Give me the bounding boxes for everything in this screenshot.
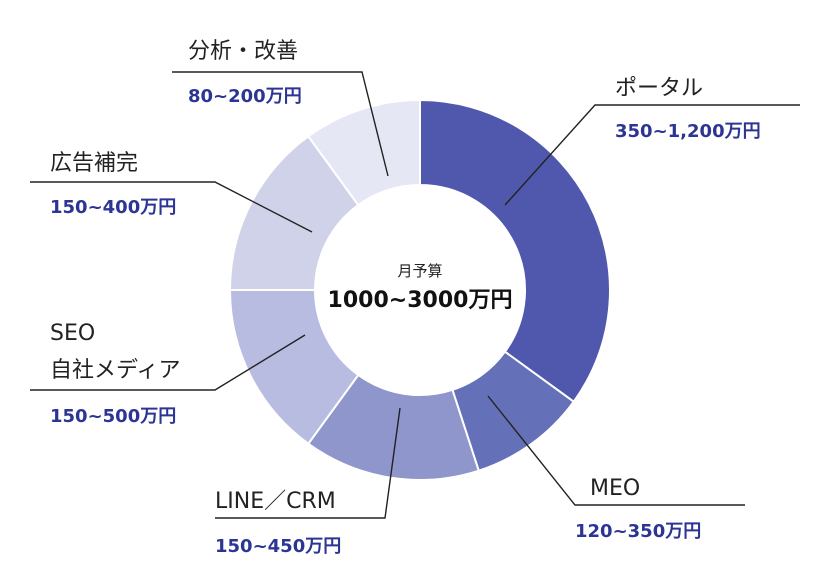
slice-label-0: ポータル — [615, 76, 703, 101]
slice-5 — [306, 98, 421, 207]
slice-range-4: 150~400万円 — [50, 197, 176, 218]
leader-line-3 — [30, 334, 306, 391]
slice-label-5: 分析・改善 — [188, 39, 298, 64]
slice-label-3-line-1: 自社メディア — [50, 358, 180, 383]
slice-range-3: 150~500万円 — [50, 406, 176, 427]
leader-line-5 — [172, 71, 389, 177]
leader-line-0 — [504, 104, 800, 206]
leader-lines — [30, 71, 800, 519]
slice-range-5: 80~200万円 — [188, 86, 302, 107]
leader-line-2 — [215, 407, 401, 519]
donut-center: 月予算 1000~3000万円 — [328, 262, 513, 313]
slice-label-1: MEO — [590, 476, 640, 501]
slice-label-2: LINE／CRM — [215, 489, 336, 514]
donut-slices — [228, 98, 611, 481]
slice-range-2: 150~450万円 — [215, 536, 341, 557]
slice-label-3-line-0: SEO — [50, 321, 95, 346]
leader-line-1 — [487, 395, 745, 506]
center-value: 1000~3000万円 — [328, 288, 513, 313]
slice-label-4: 広告補完 — [50, 151, 138, 176]
slice-0 — [419, 98, 611, 404]
leader-line-4 — [30, 181, 313, 233]
slice-labels: ポータル 350~1,200万円 MEO 120~350万円 LINE／CRM 150~4… — [50, 39, 761, 557]
slice-range-1: 120~350万円 — [575, 521, 701, 542]
slice-range-0: 350~1,200万円 — [615, 121, 761, 142]
center-caption: 月予算 — [397, 262, 442, 280]
